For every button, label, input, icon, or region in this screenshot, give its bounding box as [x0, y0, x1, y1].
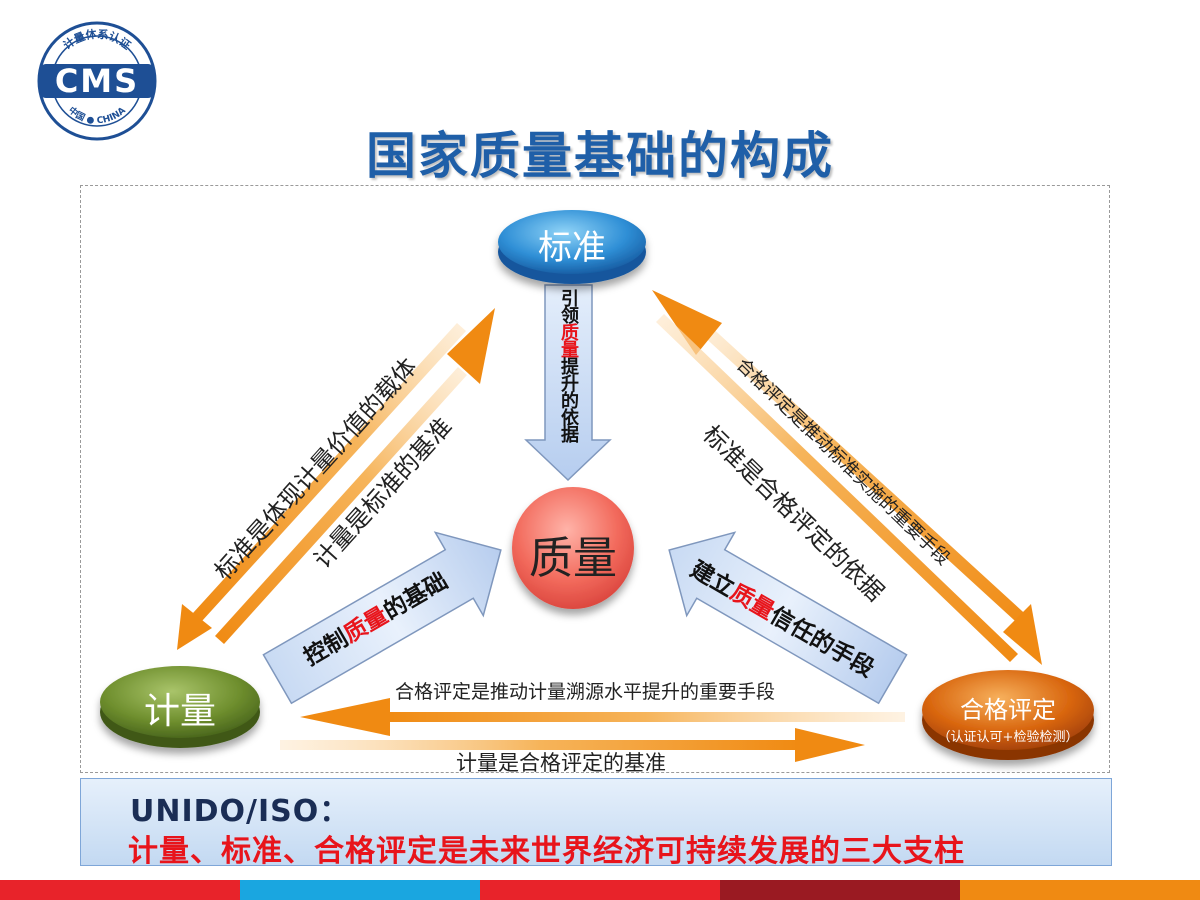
down-arrow-text-1: 引领 — [558, 289, 579, 323]
node-metrology — [100, 666, 260, 748]
banner-heading: UNIDO/ISO： — [130, 794, 351, 829]
node-standard — [498, 210, 646, 284]
node-quality-label: 质量 — [529, 533, 617, 584]
node-quality — [512, 487, 634, 609]
down-arrow-label: 引领质量提升的依据 — [558, 289, 579, 442]
logo-letters: CMS — [55, 62, 139, 100]
down-arrow — [524, 284, 612, 482]
footer-bar-1 — [0, 880, 240, 900]
footer-bar-4 — [720, 880, 960, 900]
left-block-arrow — [262, 531, 502, 705]
quote-banner — [80, 778, 1112, 866]
edge-label-bottom-upper: 合格评定是推动计量溯源水平提升的重要手段 — [395, 681, 776, 703]
footer-bar-5 — [960, 880, 1200, 900]
node-metrology-label: 计量 — [143, 691, 216, 732]
right-inner-arrow — [656, 314, 1042, 665]
node-standard-label: 标准 — [538, 228, 606, 268]
right-block-arrow — [668, 531, 908, 705]
down-arrow-text-2: 提升的依据 — [558, 357, 579, 442]
node-conformity-sublabel: （认证认可+检验检测） — [937, 730, 1079, 745]
edge-label-bottom-lower: 计量是合格评定的基准 — [456, 751, 666, 775]
bottom-upper-arrow — [300, 698, 905, 736]
left-inner-arrow — [215, 308, 495, 644]
cms-logo: 计量体系认证 CMS 中国 ● CHINA — [37, 21, 157, 141]
page-title: 国家质量基础的构成 — [366, 127, 834, 185]
footer-bar-2 — [240, 880, 480, 900]
right-outer-arrow — [652, 290, 1033, 630]
down-arrow-highlight: 质量 — [558, 323, 579, 357]
node-conformity — [922, 670, 1094, 760]
banner-text: 计量、标准、合格评定是未来世界经济可持续发展的三大支柱 — [128, 834, 965, 869]
bottom-lower-arrow — [280, 728, 865, 762]
footer-bar-3 — [480, 880, 720, 900]
diagram-frame — [80, 185, 1110, 773]
left-outer-arrow — [177, 323, 466, 650]
node-conformity-label: 合格评定 — [960, 696, 1056, 724]
